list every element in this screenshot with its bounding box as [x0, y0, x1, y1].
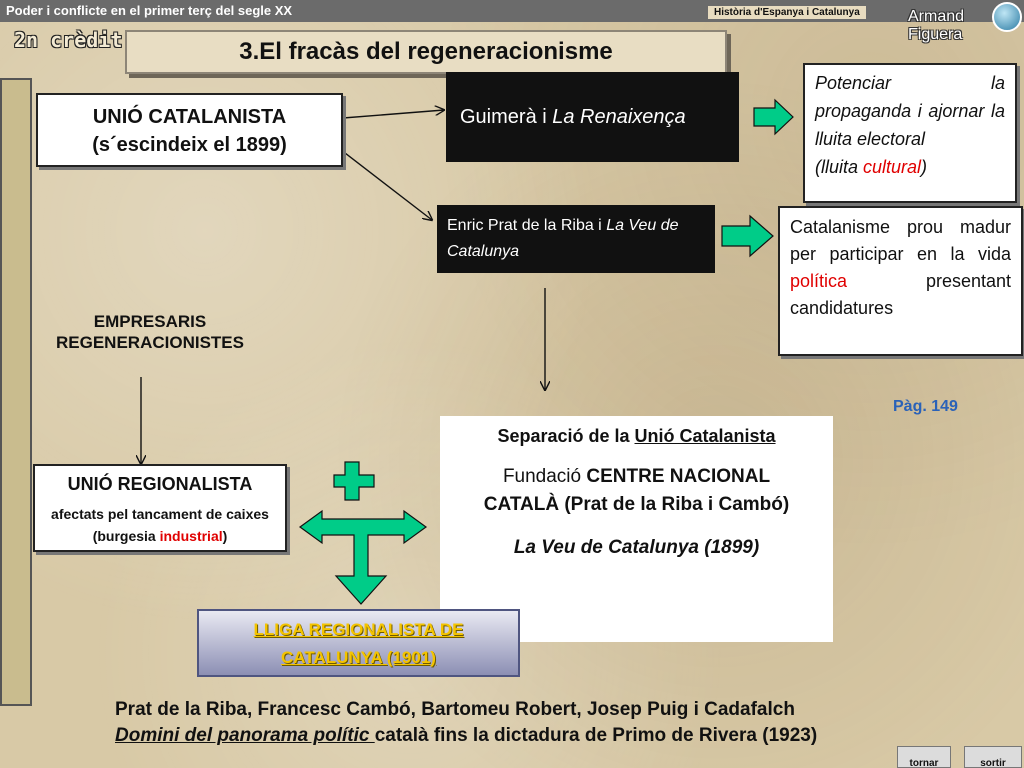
footer-names: Prat de la Riba, Francesc Cambó, Bartome… — [115, 699, 795, 720]
regional-industrial-word: industrial — [159, 528, 223, 544]
fundacio-line-2: CATALÀ (Prat de la Riba i Cambó) — [483, 494, 790, 515]
guimera-prefix: Guimerà i — [460, 106, 553, 128]
course-title: Poder i conflicte en el primer terç del … — [6, 3, 293, 18]
catal-text-1: Catalanisme prou madur per participar en… — [790, 217, 1011, 264]
arrow-unio-to-guimera — [342, 110, 444, 119]
regional-paren-close: ) — [222, 528, 228, 544]
fundacio-prefix: Fundació — [502, 466, 587, 487]
unio-regionalista-title: UNIÓ REGIONALISTA — [67, 474, 253, 494]
potenciar-text: Potenciar la propaganda i ajornar la llu… — [815, 73, 1005, 149]
empresaris-line-2: REGENERACIONISTES — [56, 333, 244, 352]
plus-symbol-icon — [333, 461, 375, 501]
side-bar — [0, 78, 32, 706]
separacio-prefix: Separació de la — [497, 426, 635, 446]
unio-regionalista-sub-1: afectats pel tancament de caixes — [51, 506, 269, 522]
veu-de-catalunya-line: La Veu de Catalunya (1899) — [513, 537, 760, 558]
page-reference: Pàg. 149 — [893, 398, 958, 415]
separacio-name: Unió Catalanista — [634, 426, 776, 446]
empresaris-regeneracionistes-label: EMPRESARIS REGENERACIONISTES — [30, 311, 270, 353]
potenciar-cultural-word: cultural — [863, 157, 922, 177]
tornar-button[interactable]: tornar — [897, 746, 951, 768]
author-last-name: Figuera — [908, 26, 963, 43]
catal-politica-word: política — [790, 271, 848, 291]
lliga-line-2: CATALUNYA (1901) — [281, 648, 436, 667]
credit-label: 2n crèdit — [14, 28, 123, 52]
footer-domini-em: Domini del panorama polític — [115, 725, 375, 746]
footer-domini: Domini del panorama polític català fins … — [115, 725, 817, 747]
green-arrow-guimera-to-potenciar — [753, 98, 794, 136]
prat-de-la-riba-box: Enric Prat de la Riba i La Veu de Catalu… — [437, 205, 715, 273]
globe-logo-icon — [992, 2, 1022, 32]
catalanisme-madur-box: Catalanisme prou madur per participar en… — [778, 206, 1023, 356]
footer-domini-rest: català fins la dictadura de Primo de Riv… — [374, 725, 818, 746]
prat-prefix: Enric Prat de la Riba i — [447, 217, 607, 234]
author-name: Armand Figuera — [908, 8, 964, 44]
fundacio-name: CENTRE NACIONAL — [586, 466, 771, 487]
unio-catalanista-box: UNIÓ CATALANISTA (s´escindeix el 1899) — [36, 93, 343, 167]
separacio-line: Separació de la Unió Catalanista — [440, 426, 833, 447]
prat-veu-de-catalunya: La Veu de Catalunya — [447, 217, 679, 260]
guimera-renaixenca: La Renaixença — [552, 106, 686, 128]
guimera-box: Guimerà i La Renaixença — [446, 72, 739, 162]
green-arrow-prat-to-catal — [721, 214, 774, 258]
unio-regionalista-sub-2: (burgesia industrial) — [35, 525, 285, 547]
sortir-button[interactable]: sortir — [964, 746, 1022, 768]
potenciar-propaganda-box: Potenciar la propaganda i ajornar la llu… — [803, 63, 1017, 203]
unio-catalanista-title: UNIÓ CATALANISTA — [92, 106, 287, 128]
unio-regionalista-box: UNIÓ REGIONALISTA afectats pel tancament… — [33, 464, 287, 552]
separacio-box: Separació de la Unió Catalanista Fundaci… — [440, 416, 833, 642]
lliga-regionalista-box[interactable]: LLIGA REGIONALISTA DE CATALUNYA (1901) — [197, 609, 520, 677]
t-split-arrow-icon — [298, 509, 428, 605]
author-first-name: Armand — [908, 8, 965, 25]
page-title: 3.El fracàs del regeneracionisme — [125, 30, 727, 74]
regional-paren-open: (burgesia — [92, 528, 160, 544]
potenciar-paren-close: ) — [921, 157, 928, 177]
catal-text-2: presentant candidatures — [790, 271, 1011, 318]
lliga-line-1: LLIGA REGIONALISTA DE — [253, 620, 464, 639]
book-title: Història d'Espanya i Catalunya — [708, 6, 866, 19]
potenciar-paren-open: (lluita — [815, 157, 864, 177]
fundacio-line: Fundació CENTRE NACIONAL CATALÀ (Prat de… — [440, 463, 833, 519]
empresaris-line-1: EMPRESARIS — [93, 312, 207, 331]
potenciar-cultural-line: (lluita cultural) — [815, 153, 1005, 181]
unio-catalanista-subtitle: (s´escindeix el 1899) — [92, 134, 287, 156]
